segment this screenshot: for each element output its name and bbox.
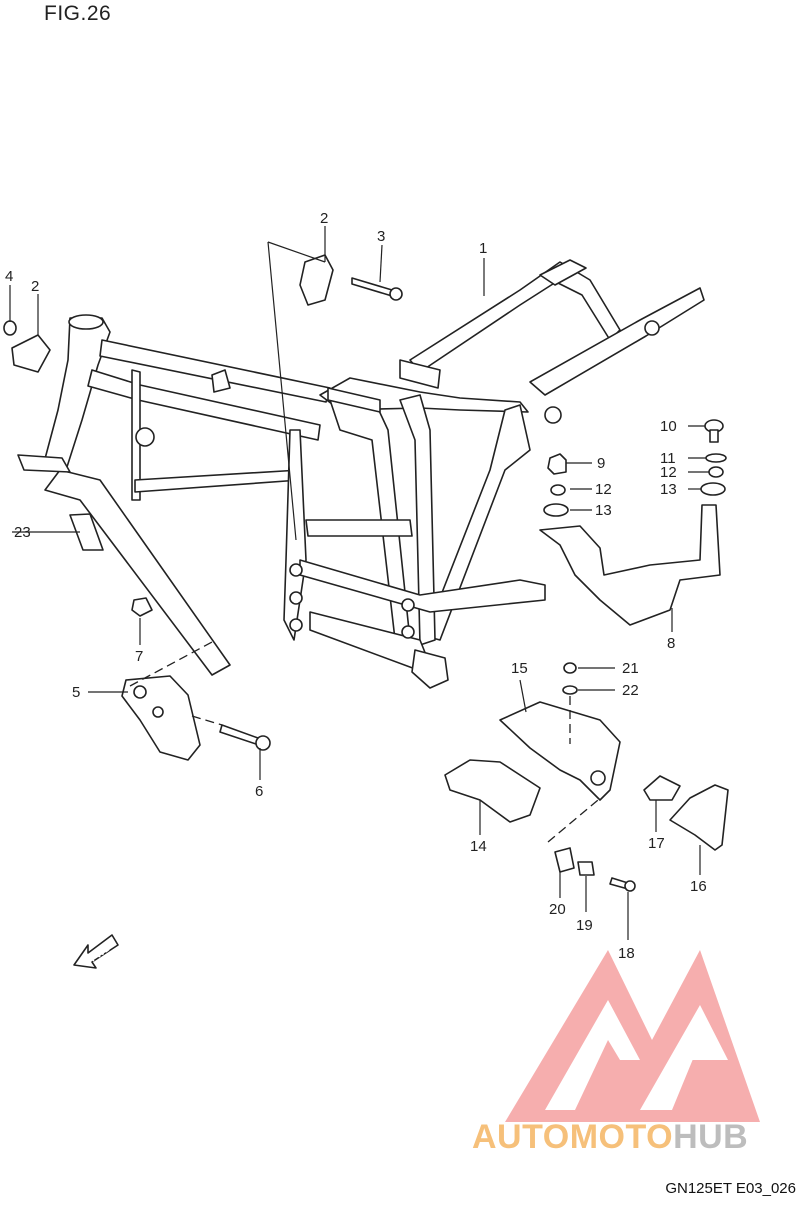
- frame-body: [17, 259, 705, 689]
- callout-10: 10: [660, 418, 677, 435]
- callout-5: 5: [72, 684, 80, 701]
- callout-19: 19: [576, 917, 593, 934]
- callout-23: 23: [14, 524, 31, 541]
- callouts: 1 2 2 3 4 5 6 7 8 9 10 11 12 12 13 13 14…: [5, 210, 707, 962]
- callout-8: 8: [667, 635, 675, 652]
- callout-22: 22: [622, 682, 639, 699]
- callout-11: 11: [660, 450, 676, 467]
- callout-18: 18: [618, 945, 635, 962]
- callout-9: 9: [597, 455, 605, 472]
- callout-3: 3: [377, 228, 385, 245]
- callout-13: 13: [595, 502, 612, 519]
- callout-16: 16: [690, 878, 707, 895]
- leader-lines: [9, 226, 709, 940]
- callout-7: 7: [135, 648, 143, 665]
- callout-2: 2: [320, 210, 328, 227]
- callout-6: 6: [255, 783, 263, 800]
- callout-21: 21: [622, 660, 639, 677]
- figure-code: GN125ET E03_026: [665, 1180, 796, 1197]
- parts: [3, 254, 729, 969]
- callout-12: 12: [660, 464, 677, 481]
- callout-12: 12: [595, 481, 612, 498]
- watermark-part1: AUTOMOTO: [472, 1118, 674, 1156]
- watermark-part2: HUB: [673, 1118, 749, 1156]
- callout-13: 13: [660, 481, 677, 498]
- watermark-logo: [505, 950, 760, 1122]
- callout-15: 15: [511, 660, 528, 677]
- watermark-text: AUTOMOTOHUB: [472, 1118, 748, 1157]
- callout-1: 1: [479, 240, 487, 257]
- callout-17: 17: [648, 835, 665, 852]
- callout-14: 14: [470, 838, 487, 855]
- callout-2: 2: [31, 278, 39, 295]
- callout-20: 20: [549, 901, 566, 918]
- callout-4: 4: [5, 268, 13, 285]
- figure-title: FIG.26: [44, 2, 112, 25]
